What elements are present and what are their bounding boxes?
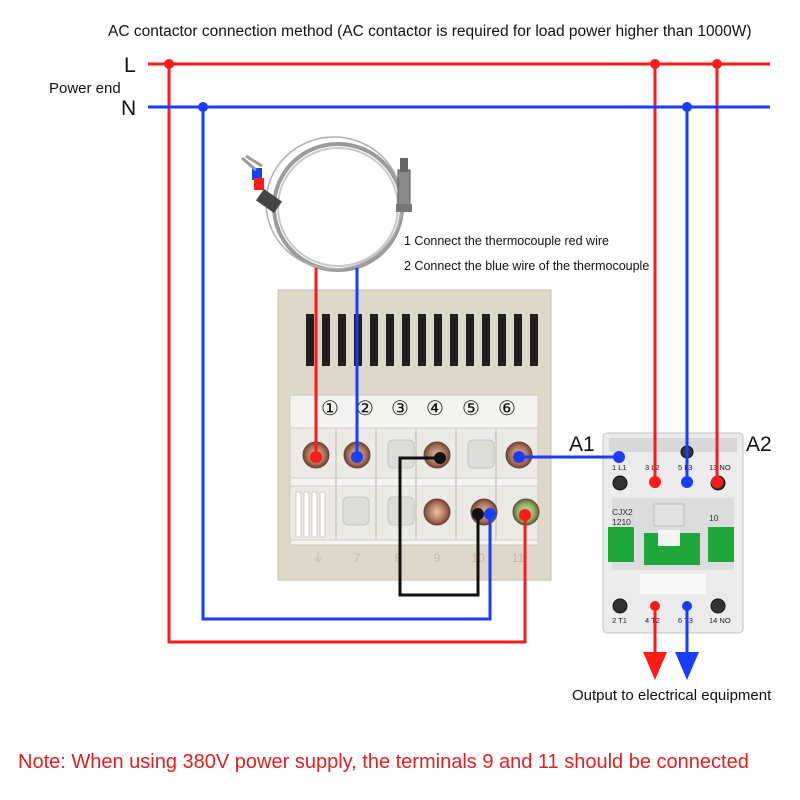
contactor-terminal-t1: 2 T1 xyxy=(612,616,627,625)
terminal-label-5: ⑤ xyxy=(462,398,480,420)
ac-contactor xyxy=(602,432,744,634)
thermocouple-note-red: 1 Connect the thermocouple red wire xyxy=(404,234,609,248)
thermocouple-probe xyxy=(241,136,412,272)
power-end-label: Power end xyxy=(49,80,121,97)
terminal-label-4: ④ xyxy=(426,398,444,420)
a2-label: A2 xyxy=(746,433,772,456)
terminal-label-ground: ⏚ xyxy=(312,551,324,565)
contactor-top-terminal-labels: 1 L1 3 L2 5 L3 13 NO xyxy=(612,463,731,472)
terminal-label-3: ③ xyxy=(391,398,409,420)
contactor-terminal-13no: 13 NO xyxy=(709,463,731,472)
neutral-wire xyxy=(148,105,770,655)
contactor-terminal-14no: 14 NO xyxy=(709,616,731,625)
live-wire xyxy=(148,62,770,655)
contactor-terminal-t3: 6 T3 xyxy=(678,616,693,625)
bridge-wire xyxy=(398,456,480,597)
temperature-controller xyxy=(277,289,552,581)
live-junctions xyxy=(164,59,723,611)
terminal-label-2: ② xyxy=(356,398,374,420)
note-text: Note: When using 380V power supply, the … xyxy=(18,751,749,773)
controller-top-terminal-labels: ① ② ③ ④ ⑤ ⑥ xyxy=(321,398,516,420)
terminal-label-8: 8 xyxy=(395,551,402,565)
output-arrow-blue xyxy=(675,652,699,680)
neutral-label: N xyxy=(121,97,136,120)
a1-label: A1 xyxy=(569,433,595,456)
contactor-model-number: 1210 xyxy=(612,517,631,527)
output-arrow-red xyxy=(643,652,667,680)
diagram-title: AC contactor connection method (AC conta… xyxy=(108,23,752,40)
contactor-terminal-t2: 4 T2 xyxy=(645,616,660,625)
terminal-label-11: 11 xyxy=(512,551,525,565)
contactor-terminal-l2: 3 L2 xyxy=(645,463,660,472)
controller-bottom-terminal-labels: ⏚ 7 8 9 10 11 xyxy=(312,551,525,565)
contactor-terminal-l3: 5 L3 xyxy=(678,463,693,472)
terminal-label-1: ① xyxy=(321,398,339,420)
contactor-rating: 10 xyxy=(709,513,719,523)
contactor-bottom-terminal-labels: 2 T1 4 T2 6 T3 14 NO xyxy=(612,616,731,625)
output-label: Output to electrical equipment xyxy=(572,687,772,704)
terminal-label-6: ⑥ xyxy=(498,398,516,420)
contactor-model: CJX2 xyxy=(612,507,633,517)
neutral-junctions xyxy=(198,102,693,611)
thermocouple-note-blue: 2 Connect the blue wire of the thermocou… xyxy=(404,259,649,273)
controller-vents xyxy=(306,314,538,366)
bridge-junctions xyxy=(434,452,484,520)
terminal-label-7: 7 xyxy=(354,551,361,565)
live-label: L xyxy=(124,54,136,77)
terminal-label-9: 9 xyxy=(434,551,441,565)
contactor-terminal-l1: 1 L1 xyxy=(612,463,627,472)
